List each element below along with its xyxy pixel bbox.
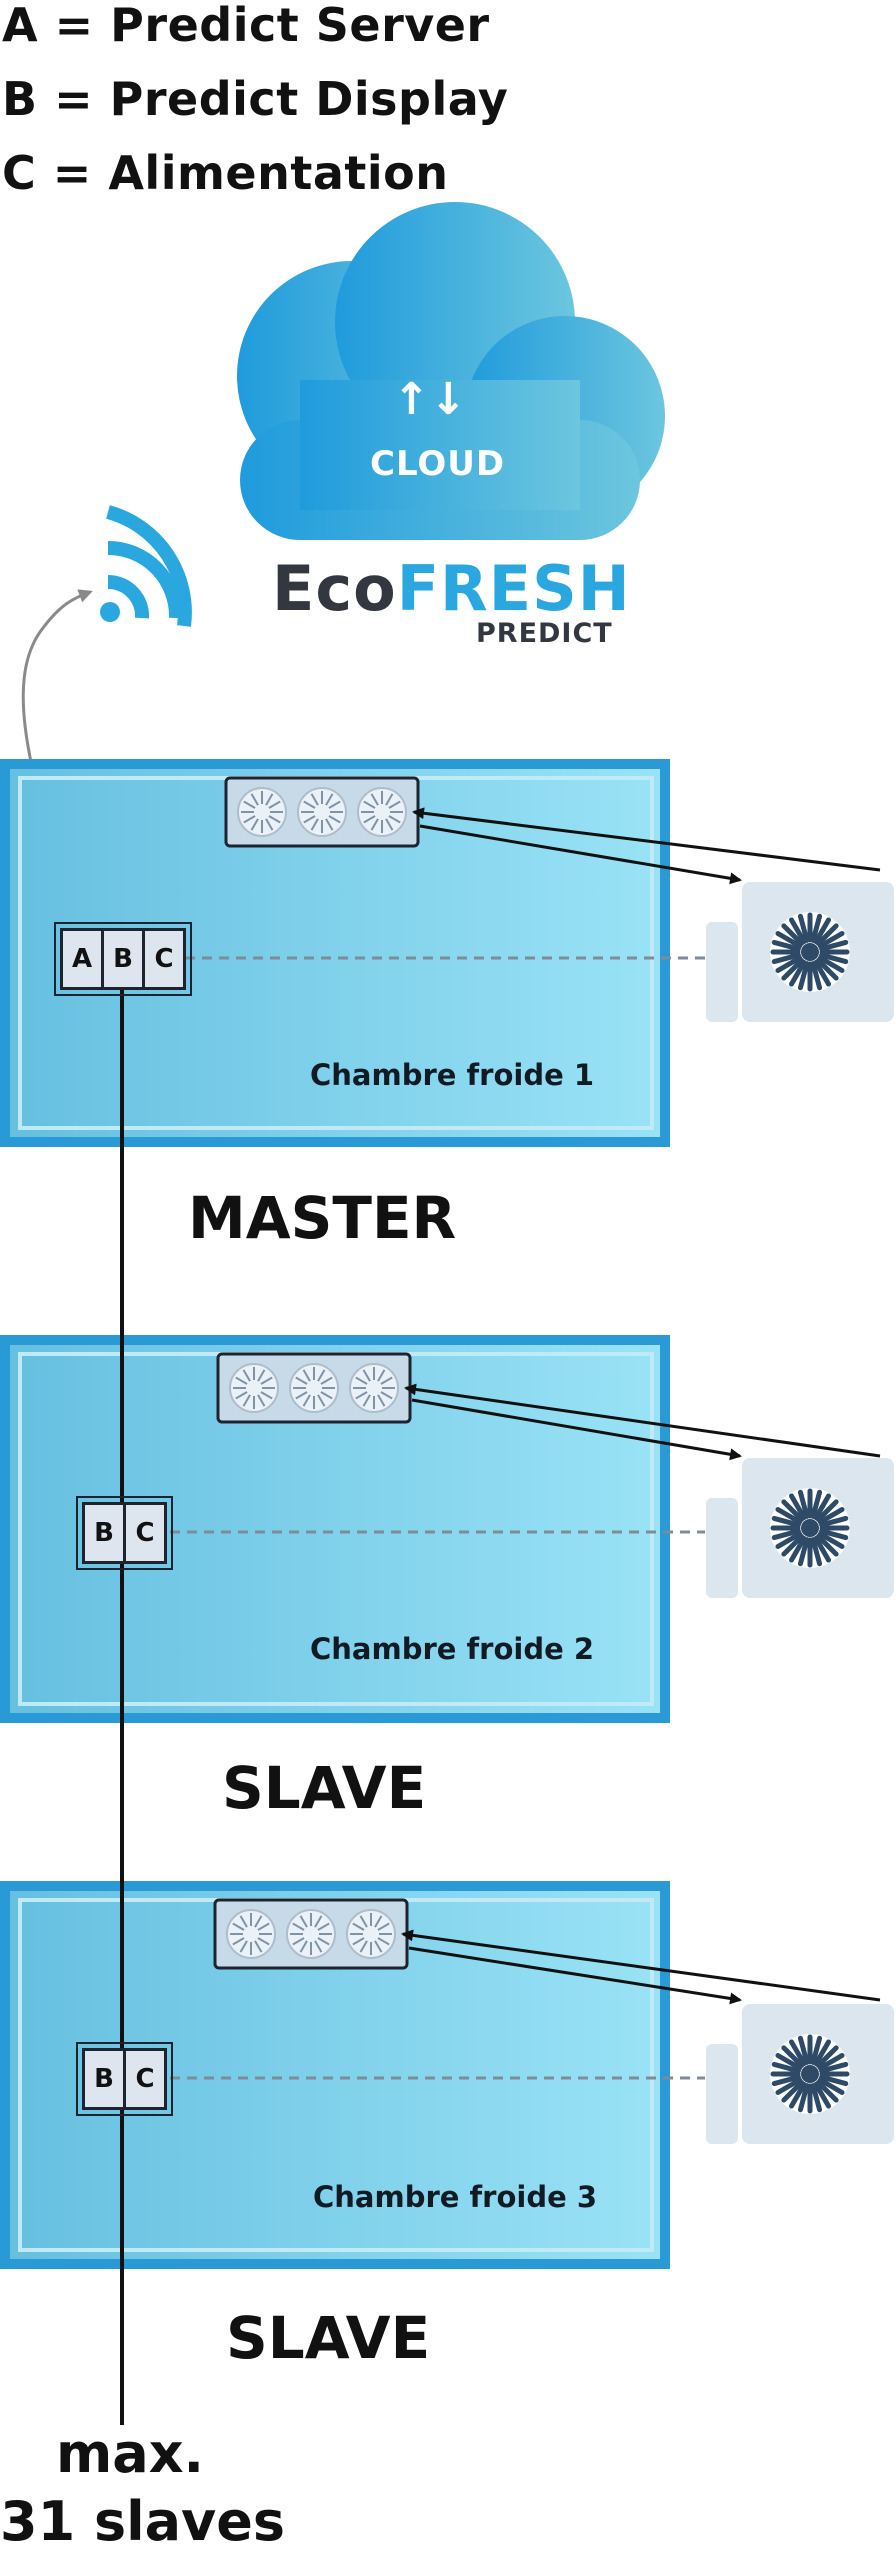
evaporator-unit-2	[216, 1352, 412, 1424]
module-c: C	[154, 944, 174, 974]
module-b: B	[104, 931, 145, 987]
module-a: A	[63, 931, 104, 987]
role-master: MASTER	[188, 1184, 457, 1252]
wifi-icon	[106, 505, 192, 627]
legend-alimentation: C = Alimentation	[2, 146, 449, 200]
evaporator-unit-1	[224, 776, 420, 848]
module-b: B	[85, 1505, 126, 1561]
wifi-dot-icon	[100, 602, 120, 622]
ecofresh-logo: EcoFRESH	[272, 552, 631, 625]
module-c: C	[135, 1518, 155, 1548]
module-c: C	[135, 2064, 155, 2094]
refrigerant-line-out-2	[411, 1398, 742, 1461]
legend-predict-server: A = Predict Server	[2, 0, 490, 52]
module-b: B	[85, 2051, 126, 2107]
refrigerant-line-out-1	[419, 824, 742, 885]
max-label: max.	[56, 2422, 205, 2485]
legend-predict-display: B = Predict Display	[2, 72, 509, 126]
room-3-name: Chambre froide 3	[313, 2180, 598, 2214]
brand-eco: Eco	[272, 552, 397, 625]
role-slave-3: SLAVE	[226, 2304, 431, 2372]
cloud-icon	[237, 202, 665, 540]
control-module-room-3: B C	[76, 2042, 173, 2116]
max-slaves-label: 31 slaves	[0, 2490, 286, 2553]
role-slave-2: SLAVE	[222, 1754, 427, 1822]
room-1-name: Chambre froide 1	[310, 1058, 595, 1092]
cloud-sync-arrows-icon: ↑↓	[393, 374, 467, 425]
brand-fresh: FRESH	[396, 552, 631, 625]
brand-predict: PREDICT	[476, 618, 613, 649]
evaporator-unit-3	[213, 1898, 409, 1970]
refrigerant-line-out-3	[408, 1946, 742, 2005]
room-2-name: Chambre froide 2	[310, 1632, 595, 1666]
condenser-unit-3	[706, 2004, 894, 2144]
refrigerant-line-in-3	[401, 1929, 881, 2002]
condenser-unit-1	[706, 882, 894, 1022]
control-module-room-2: B C	[76, 1496, 173, 1570]
cloud-label: CLOUD	[370, 444, 506, 484]
condenser-unit-2	[706, 1458, 894, 1598]
refrigerant-line-in-1	[412, 807, 881, 872]
refrigerant-line-in-2	[404, 1383, 881, 1458]
control-module-room-1: A B C	[54, 922, 192, 996]
